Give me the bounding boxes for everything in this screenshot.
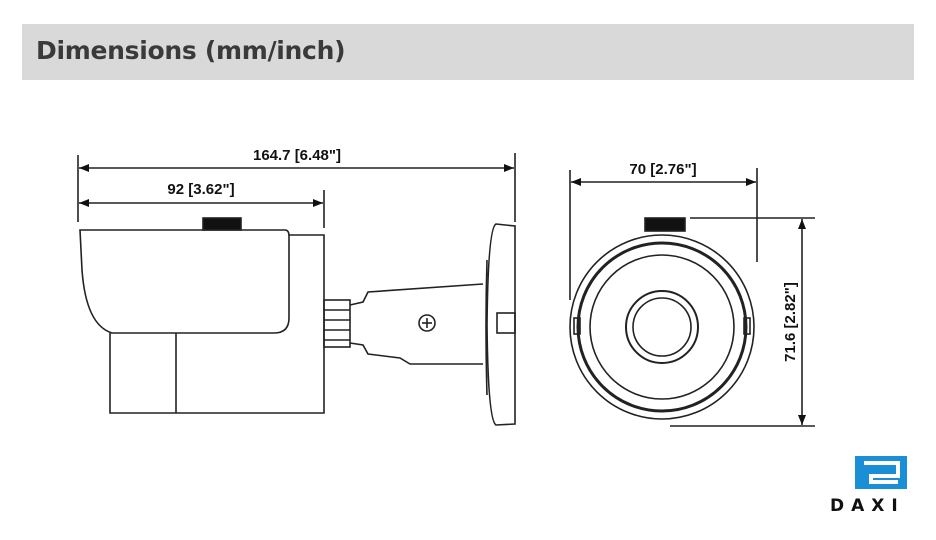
mount-plate bbox=[486, 223, 516, 426]
title-band: Dimensions (mm/inch) bbox=[22, 24, 914, 80]
width-dimension bbox=[569, 168, 758, 300]
overall-length-dimension bbox=[77, 153, 516, 222]
body-length-dimension bbox=[79, 190, 325, 228]
bracket-arm bbox=[349, 283, 484, 365]
height-dimension bbox=[670, 217, 815, 427]
body-length-label: 92 [3.62"] bbox=[167, 181, 234, 198]
page-title: Dimensions (mm/inch) bbox=[36, 36, 346, 65]
logo-text: DAXI bbox=[830, 496, 905, 516]
camera-side-view bbox=[79, 217, 516, 426]
top-button bbox=[202, 217, 242, 231]
daxi-logo-icon bbox=[855, 456, 907, 489]
camera-front-view bbox=[569, 217, 755, 420]
connector bbox=[323, 299, 351, 348]
overall-length-label: 164.7 [6.48"] bbox=[253, 147, 341, 164]
height-label: 71.6 [2.82"] bbox=[782, 282, 799, 362]
screw-icon bbox=[418, 314, 436, 332]
width-label: 70 [2.76"] bbox=[629, 161, 696, 178]
